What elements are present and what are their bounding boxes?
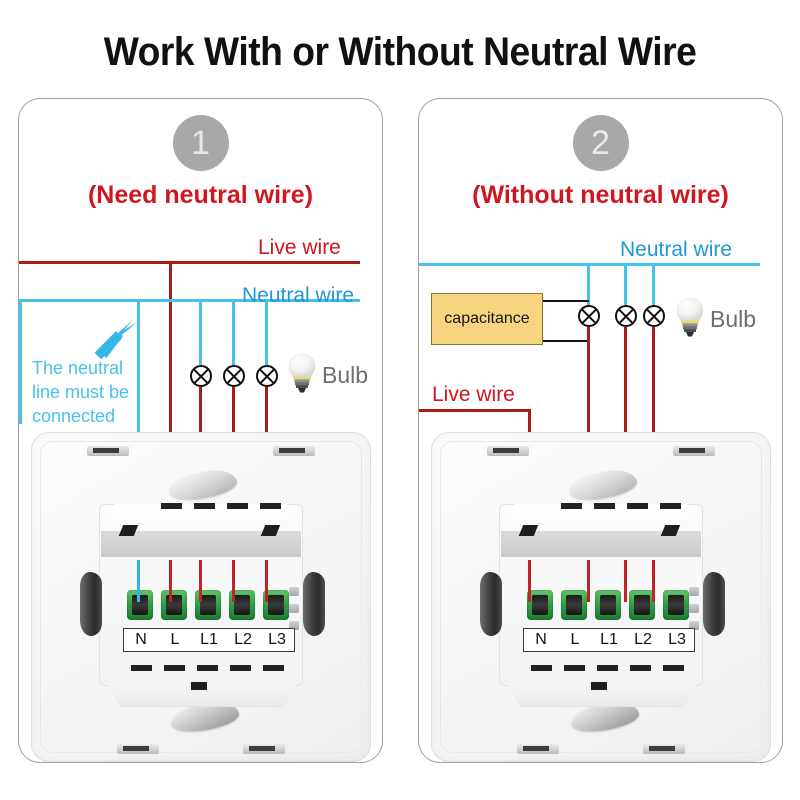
neutral-note-line-3: connected bbox=[32, 406, 116, 426]
body-vent-top bbox=[161, 503, 281, 509]
side-vent-1 bbox=[289, 587, 299, 596]
plate-tab-bottom-right bbox=[243, 744, 285, 754]
terminal-wire-l-2 bbox=[528, 560, 531, 602]
capacitance-lead-bottom bbox=[543, 340, 589, 342]
terminal-wire-l1-1 bbox=[199, 560, 202, 602]
plate-tab-bottom-left bbox=[117, 744, 159, 754]
neutral-lamp-drop-2-b bbox=[624, 263, 627, 315]
neutral-lamp-drop-2-c bbox=[652, 263, 655, 315]
plate-tab-top-left bbox=[487, 446, 529, 456]
live-wire-label-2: Live wire bbox=[432, 383, 515, 406]
terminal-l[interactable] bbox=[161, 590, 187, 620]
light-bulb-icon bbox=[676, 297, 704, 337]
terminal-n[interactable] bbox=[127, 590, 153, 620]
terminal-block-1 bbox=[127, 590, 289, 620]
plate-tab-bottom-right bbox=[643, 744, 685, 754]
panel-subtitle-1: (Need neutral wire) bbox=[87, 181, 314, 209]
capacitance-label: capacitance bbox=[444, 310, 530, 327]
lamp-icon bbox=[578, 305, 600, 327]
lamp-icon bbox=[615, 305, 637, 327]
terminal-wire-l2-1 bbox=[232, 560, 235, 602]
faceplate-inner-edge bbox=[40, 441, 362, 753]
panel-subtitle-2: (Without neutral wire) bbox=[472, 181, 729, 209]
neutral-wire-bus-1 bbox=[19, 299, 360, 302]
terminal-wire-l3-1 bbox=[265, 560, 268, 602]
neutral-wire-edge-1 bbox=[19, 299, 22, 424]
terminal-label-l2: L2 bbox=[234, 631, 252, 648]
terminal-label-l3: L3 bbox=[668, 631, 686, 648]
terminal-wire-l1-2 bbox=[587, 560, 590, 602]
neutral-lamp-drop-1-b bbox=[232, 299, 235, 365]
terminal-wire-l2-2 bbox=[624, 560, 627, 602]
terminal-label-l1: L1 bbox=[600, 631, 618, 648]
live-wire-drop-1 bbox=[169, 261, 172, 601]
panel-badge-2: 2 bbox=[572, 115, 629, 171]
terminal-label-l3: L3 bbox=[268, 631, 286, 648]
lamp-icon bbox=[643, 305, 665, 327]
terminal-wire-n-1 bbox=[137, 560, 140, 602]
terminal-label-n: N bbox=[135, 631, 147, 648]
lamp-icon bbox=[223, 365, 245, 387]
neutral-wire-label-2: Neutral wire bbox=[620, 238, 733, 261]
terminal-l2[interactable] bbox=[629, 590, 655, 620]
neutral-lamp-drop-2-a bbox=[587, 263, 590, 315]
plate-tab-top-right bbox=[673, 446, 715, 456]
capacitance-box: capacitance bbox=[431, 293, 543, 345]
terminal-label-l1: L1 bbox=[200, 631, 218, 648]
wall-switch-1: N L L1 L2 L3 bbox=[31, 432, 371, 762]
side-vent-3 bbox=[689, 621, 699, 630]
body-vent-bottom bbox=[131, 665, 284, 671]
neutral-lamp-drop-1-c bbox=[265, 299, 268, 365]
arrow-up-right-icon bbox=[94, 320, 138, 360]
plate-tab-top-left bbox=[87, 446, 129, 456]
neutral-wire-label-1: Neutral wire bbox=[242, 284, 355, 307]
panel-badge-1: 1 bbox=[172, 115, 229, 171]
wall-switch-2: N L L1 L2 L3 bbox=[431, 432, 771, 762]
body-vent-bottom bbox=[531, 665, 684, 671]
live-wire-label-1: Live wire bbox=[258, 236, 341, 259]
side-vent-3 bbox=[289, 621, 299, 630]
screw-tab-right bbox=[703, 572, 725, 636]
page-title: Work With or Without Neutral Wire bbox=[103, 30, 697, 74]
terminal-n[interactable] bbox=[527, 590, 553, 620]
terminal-label-n: N bbox=[535, 631, 547, 648]
body-clip-bottom bbox=[191, 682, 207, 690]
terminal-block-2 bbox=[527, 590, 689, 620]
plate-tab-top-right bbox=[273, 446, 315, 456]
terminal-l3[interactable] bbox=[263, 590, 289, 620]
neutral-note-line-2: line must be bbox=[32, 382, 130, 402]
live-wire-bus-2 bbox=[419, 409, 531, 412]
terminal-labels-1: N L L1 L2 L3 bbox=[123, 628, 295, 652]
neutral-note-line-1: The neutral bbox=[32, 358, 124, 378]
terminal-l3[interactable] bbox=[663, 590, 689, 620]
lamp-icon bbox=[256, 365, 278, 387]
terminal-wire-l3-2 bbox=[652, 560, 655, 602]
terminal-label-l: L bbox=[170, 631, 180, 648]
screw-tab-left bbox=[80, 572, 102, 636]
faceplate-inner-edge bbox=[440, 441, 762, 753]
light-bulb-icon bbox=[288, 353, 316, 393]
neutral-lamp-drop-1-a bbox=[199, 299, 202, 365]
side-vent-1 bbox=[689, 587, 699, 596]
lamp-icon bbox=[190, 365, 212, 387]
terminal-l[interactable] bbox=[561, 590, 587, 620]
screw-tab-right bbox=[303, 572, 325, 636]
capacitance-lead-top bbox=[543, 300, 589, 302]
body-clip-bottom bbox=[591, 682, 607, 690]
terminal-label-l2: L2 bbox=[634, 631, 652, 648]
bulb-label-2: Bulb bbox=[710, 306, 757, 332]
side-vent-2 bbox=[689, 604, 699, 613]
terminal-wire-l-1 bbox=[169, 560, 172, 602]
plate-tab-bottom-left bbox=[517, 744, 559, 754]
bulb-label-1: Bulb bbox=[322, 362, 369, 388]
terminal-l1[interactable] bbox=[595, 590, 621, 620]
terminal-labels-2: N L L1 L2 L3 bbox=[523, 628, 695, 652]
live-wire-bus-1 bbox=[19, 261, 360, 264]
terminal-label-l: L bbox=[570, 631, 580, 648]
side-vent-2 bbox=[289, 604, 299, 613]
screw-tab-left bbox=[480, 572, 502, 636]
body-vent-top bbox=[561, 503, 681, 509]
